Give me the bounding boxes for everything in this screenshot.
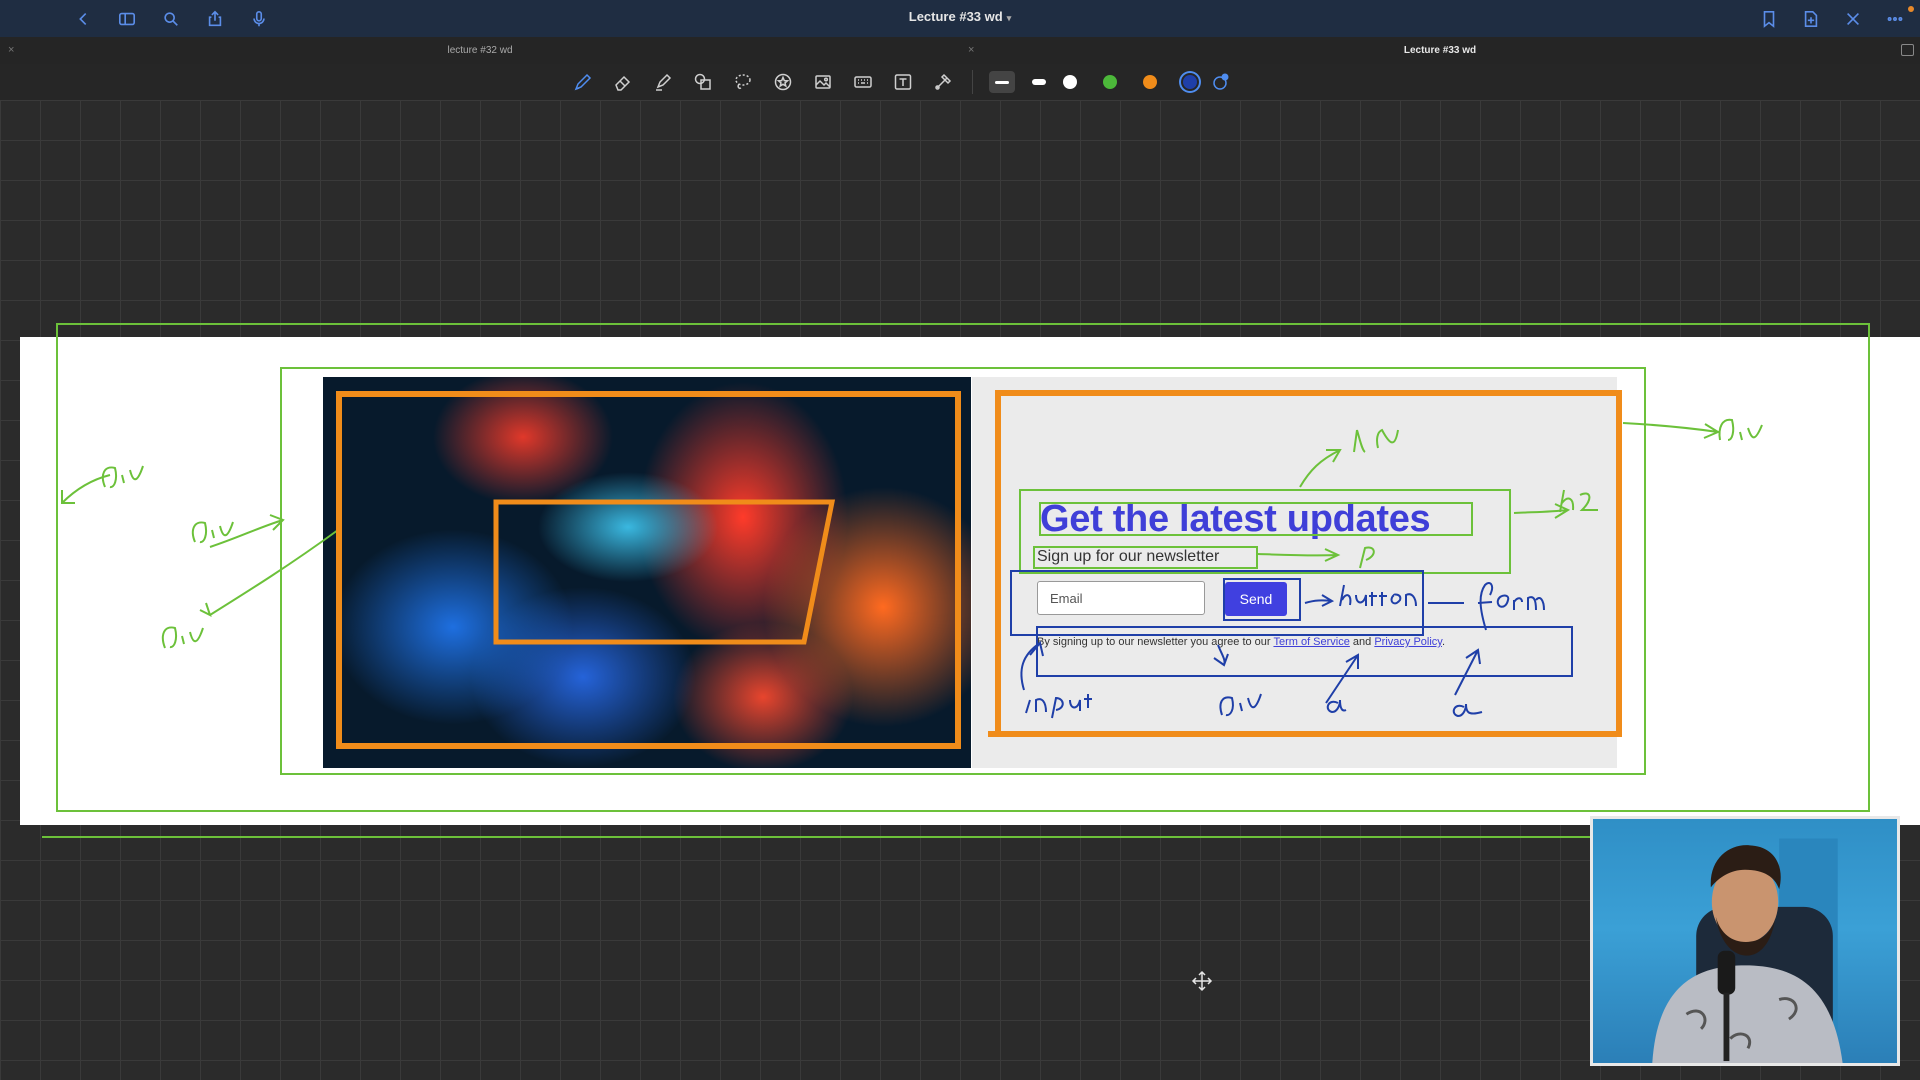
chevron-down-icon[interactable]: ▾ — [1006, 13, 1012, 23]
privacy-link[interactable]: Privacy Policy — [1374, 636, 1442, 648]
title-bar: Lecture #33 wd▾ — [0, 0, 1920, 37]
search-icon[interactable] — [160, 8, 182, 30]
split-view-icon[interactable] — [1901, 44, 1914, 56]
legal-suffix: . — [1442, 636, 1446, 648]
presenter-video — [1590, 816, 1900, 1066]
lasso-icon[interactable] — [730, 70, 756, 94]
drawing-toolbar — [0, 64, 1920, 100]
document-title[interactable]: Lecture #33 wd▾ — [908, 9, 1012, 24]
color-swatch-green[interactable] — [1103, 75, 1117, 89]
sticker-icon[interactable] — [770, 70, 796, 94]
stroke-thick-option[interactable] — [1029, 71, 1049, 93]
stroke-thin-option[interactable] — [989, 71, 1015, 93]
image-icon[interactable] — [810, 70, 836, 94]
titlebar-right-controls — [1758, 0, 1906, 37]
presenter-silhouette — [1652, 838, 1843, 1063]
legal-and: and — [1349, 636, 1375, 648]
close-icon[interactable] — [1842, 8, 1864, 30]
newsletter-subtitle: Sign up for our newsletter — [1037, 548, 1220, 565]
tab-label: Lecture #33 wd — [1403, 45, 1477, 56]
share-icon[interactable] — [204, 8, 226, 30]
legal-text: By signing up to our newsletter you agre… — [1037, 636, 1445, 648]
more-icon[interactable] — [1884, 8, 1906, 30]
shapes-icon[interactable] — [690, 70, 716, 94]
terms-link[interactable]: Term of Service — [1273, 636, 1350, 648]
smoke-image — [323, 377, 971, 768]
legal-prefix: By signing up to our newsletter you agre… — [1037, 636, 1274, 648]
add-page-icon[interactable] — [1800, 8, 1822, 30]
text-icon[interactable] — [890, 70, 916, 94]
color-palette-icon[interactable] — [1211, 72, 1231, 92]
color-swatch-blue[interactable] — [1183, 75, 1197, 89]
sidebar-icon[interactable] — [116, 8, 138, 30]
newsletter-card — [972, 377, 1617, 768]
keyboard-icon[interactable] — [850, 70, 876, 94]
back-icon[interactable] — [72, 8, 94, 30]
color-swatch-orange[interactable] — [1143, 75, 1157, 89]
microphone-icon[interactable] — [248, 8, 270, 30]
highlighter-icon[interactable] — [650, 70, 676, 94]
tab-close-icon[interactable]: × — [968, 44, 975, 56]
bookmark-icon[interactable] — [1758, 8, 1780, 30]
color-swatch-white[interactable] — [1063, 75, 1077, 89]
tab-lecture-33[interactable]: Lecture #33 wd — [960, 37, 1920, 64]
send-button[interactable]: Send — [1225, 582, 1287, 616]
pen-icon[interactable] — [570, 70, 596, 94]
toolbar-divider — [972, 70, 973, 94]
tab-label: lecture #32 wd — [447, 45, 513, 56]
tab-lecture-32[interactable]: lecture #32 wd — [0, 37, 960, 64]
tab-close-icon[interactable]: × — [8, 44, 15, 56]
move-cursor-icon — [1191, 970, 1213, 992]
laser-pointer-icon[interactable] — [930, 70, 956, 94]
newsletter-heading: Get the latest updates — [1040, 498, 1431, 540]
titlebar-left-controls — [72, 0, 270, 37]
email-field[interactable] — [1037, 581, 1205, 615]
eraser-icon[interactable] — [610, 70, 636, 94]
notification-dot — [1908, 6, 1914, 12]
tab-bar: × lecture #32 wd × Lecture #33 wd — [0, 37, 1920, 65]
